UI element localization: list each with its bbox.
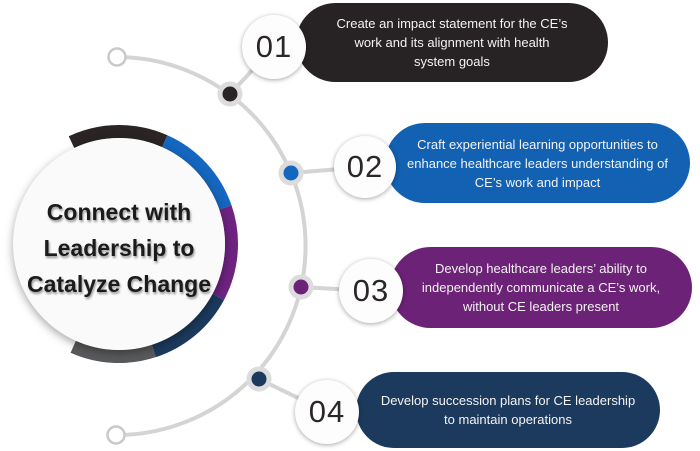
step-number-3: 03 [352,273,390,308]
ring-arc-purple [212,205,238,300]
ring-arc-black [68,125,168,149]
curve-end-dot-top [107,47,127,67]
node-dot-3 [288,274,314,300]
step-text-1: Create an impact statement for the CE’s … [336,16,568,69]
ring-arc-blue [162,135,232,210]
connector-curve [115,55,308,438]
step-pill-2: Craft experiential learning opportunitie… [385,123,690,203]
step-number-badge-4: 04 [295,380,359,444]
step-text-3: Develop healthcare leaders’ ability to i… [421,261,661,314]
step-number-badge-1: 01 [242,15,306,79]
step-number-1: 01 [255,29,293,64]
step-pill-3: Develop healthcare leaders’ ability to i… [390,247,692,328]
step-number-badge-2: 02 [334,136,396,198]
node-dot-1 [217,81,243,107]
node-dot-2 [278,160,304,186]
step-text-4: Develop succession plans for CE leadersh… [380,393,636,427]
step-pill-1: Create an impact statement for the CE’s … [296,3,608,82]
central-topic-title: Connect with Leadership to Catalyze Chan… [26,199,212,297]
curve-end-dot-bottom [106,425,126,445]
ring-arc-navy [151,293,225,358]
ring-arc-gray [70,340,156,364]
step-number-2: 02 [346,149,384,184]
step-text-2: Craft experiential learning opportunitie… [407,136,668,190]
step-number-4: 04 [308,394,346,429]
step-pill-4: Develop succession plans for CE leadersh… [356,372,660,448]
central-topic-circle: Connect with Leadership to Catalyze Chan… [13,138,225,350]
step-number-badge-3: 03 [339,259,403,323]
node-dot-4 [246,366,272,392]
